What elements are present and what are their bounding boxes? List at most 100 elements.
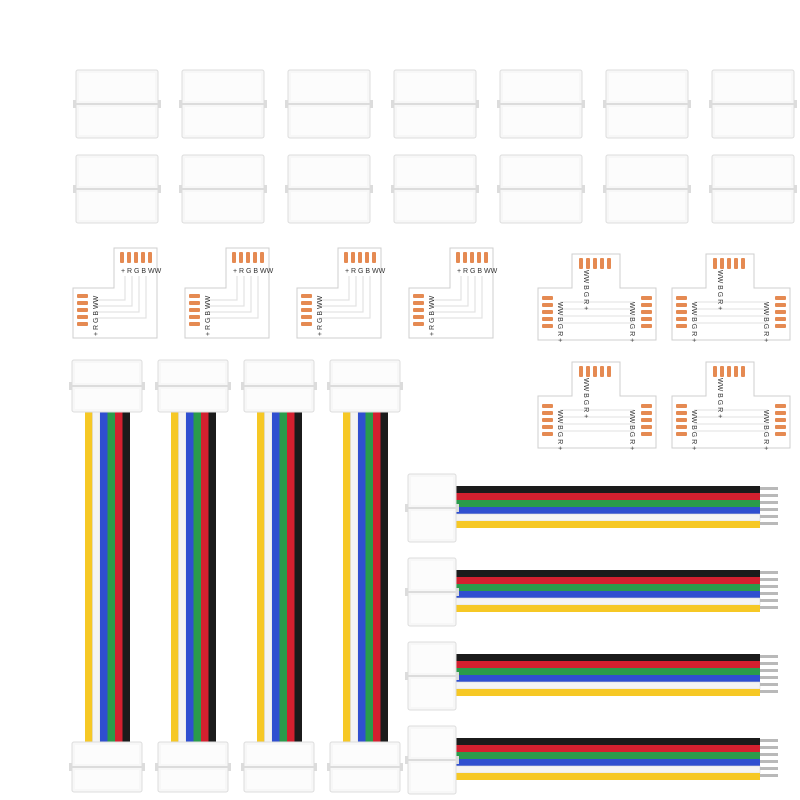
straight-clip [285,154,373,224]
clip-tab-left [69,382,72,390]
cable-side-clip [405,641,459,711]
vertical-cable [69,359,145,793]
solder-pad [676,324,687,328]
pcb-trace [207,276,259,319]
clip-highlight [333,745,397,764]
t-strip-label-side: WW B G R + [556,410,563,450]
solder-pad [641,425,652,429]
t-connector: WW B G R +WW B G R +WW B G R + [671,361,791,450]
wire-green [279,412,287,745]
horizontal-cable [405,557,778,627]
solder-pad [232,252,236,263]
wire-green [456,500,760,507]
cable-side-clip [405,473,459,543]
wire-blue [456,759,760,766]
solder-pad [120,252,124,263]
pcb-trace [95,276,133,307]
solder-pad [676,310,687,314]
wire-white [455,681,761,690]
stripped-wire-end [760,669,778,672]
clip-tab-right [228,382,231,390]
pcb-trace [319,276,357,307]
l-pcb [184,247,270,339]
l-strip-label-side: + R G B WW [317,295,324,336]
clip-tab-left [405,504,408,512]
t-strip-label: WW B G R + [716,270,723,310]
stripped-wire-end [760,501,778,504]
solder-pad [600,258,604,269]
clip-highlight [397,192,473,220]
solder-pad [676,317,687,321]
clip-tab-left [241,763,244,771]
solder-pad [641,411,652,415]
pcb-trace [431,276,483,319]
clip-highlight [411,595,453,623]
wire-yellow [456,605,760,612]
clip-highlight [75,389,139,409]
straight-clip [709,154,797,224]
l-connector-group: + R G B WW+ R G B WW+ R G B WW+ R G B WW… [72,247,498,339]
solder-pad [641,418,652,422]
l-connector: + R G B WW+ R G B WW [296,247,386,339]
wire-white [455,597,761,606]
clip-tab-right [158,100,161,108]
clip-highlight [411,511,453,539]
pcb-trace [319,276,364,313]
wire-red [287,412,295,745]
wire-red [201,412,209,745]
stripped-wire-end [760,606,778,609]
solder-pad [600,366,604,377]
wire-yellow [171,412,179,745]
wire-white [92,411,101,746]
stripped-wire-end [760,522,778,525]
stripped-wire-end [760,753,778,756]
horizontal-cable [405,641,778,711]
clip-highlight [503,158,579,186]
clip-highlight [715,192,791,220]
clip-highlight [609,158,685,186]
stripped-wire-end [760,662,778,665]
solder-pad [542,317,553,321]
stripped-wire-end [760,683,778,686]
clip-highlight [503,192,579,220]
wire-blue [456,591,760,598]
wire-green [456,668,760,675]
clip-tab-left [603,100,606,108]
solder-pad [641,324,652,328]
solder-pad [413,308,424,312]
stripped-wire-end [760,571,778,574]
solder-pad [775,404,786,408]
solder-pad [542,404,553,408]
l-strip-label-side: + R G B WW [429,295,436,336]
wire-green [365,412,373,745]
pcb-trace [207,276,245,307]
t-strip-label-side: WW B G R + [762,302,769,342]
stripped-wire-end [760,739,778,742]
solder-pad [484,252,488,263]
clip-highlight [185,192,261,220]
cable-bottom-clip [69,741,145,793]
cable-top-clip [155,359,231,413]
straight-clip [73,69,161,139]
clip-tab-left [709,185,712,193]
t-strip-label-side: WW B G R + [690,302,697,342]
solder-pad [134,252,138,263]
solder-pad [593,366,597,377]
solder-pad [775,296,786,300]
pcb-trace [319,276,371,319]
clip-highlight [247,745,311,764]
cable-bottom-clip [241,741,317,793]
clip-tab-left [327,763,330,771]
solder-pad [456,252,460,263]
clip-tab-right [370,100,373,108]
clip-highlight [247,363,311,383]
wire-blue [186,412,194,745]
clip-highlight [161,745,225,764]
wire-yellow [343,412,351,745]
wire-black [122,412,130,745]
t-connector: WW B G R +WW B G R +WW B G R + [537,361,657,450]
solder-pad [542,432,553,436]
solder-pad [641,404,652,408]
